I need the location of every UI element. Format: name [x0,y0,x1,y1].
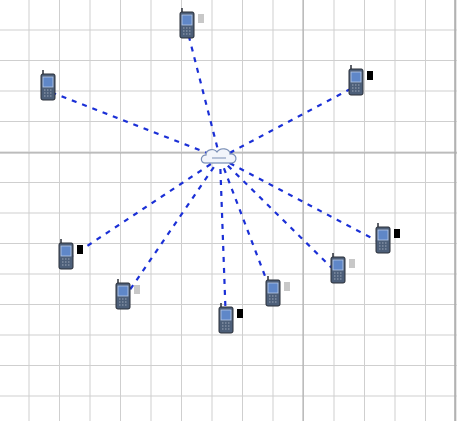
cloud-shape [200,148,237,164]
mobile-phone-icon[interactable] [179,8,204,39]
mobile-phone-icon[interactable] [330,253,355,284]
phone-screen [332,259,344,271]
status-marker [394,229,400,238]
mobile-phone-icon[interactable] [58,239,83,270]
phone-screen [60,245,72,257]
cloud-router-icon[interactable] [200,148,237,164]
status-marker [134,285,140,294]
mobile-phone-icon[interactable] [265,276,290,307]
status-marker [77,245,83,254]
phone-screen [350,71,362,83]
wireless-link [219,85,357,159]
wireless-link [47,89,221,160]
mobile-phone-icon[interactable] [218,303,243,334]
phone-screen [220,309,232,321]
status-marker [284,282,290,291]
devices-layer [40,8,400,334]
wireless-link [122,157,221,301]
wireless-link [219,157,384,245]
wireless-link [218,157,275,298]
phone-screen [377,229,389,241]
links-layer [47,28,384,325]
phone-screen [42,76,54,88]
phone-screen [117,285,129,297]
status-marker [237,309,243,318]
phone-screen [181,14,193,26]
wireless-link [185,28,222,159]
mobile-phone-icon[interactable] [115,279,140,310]
mobile-phone-icon[interactable] [348,65,373,96]
status-marker [349,259,355,268]
status-marker [198,14,204,23]
mobile-phone-icon[interactable] [40,70,56,101]
wireless-link [65,157,221,261]
status-marker [367,71,373,80]
mobile-phone-icon[interactable] [375,223,400,254]
phone-screen [267,282,279,294]
